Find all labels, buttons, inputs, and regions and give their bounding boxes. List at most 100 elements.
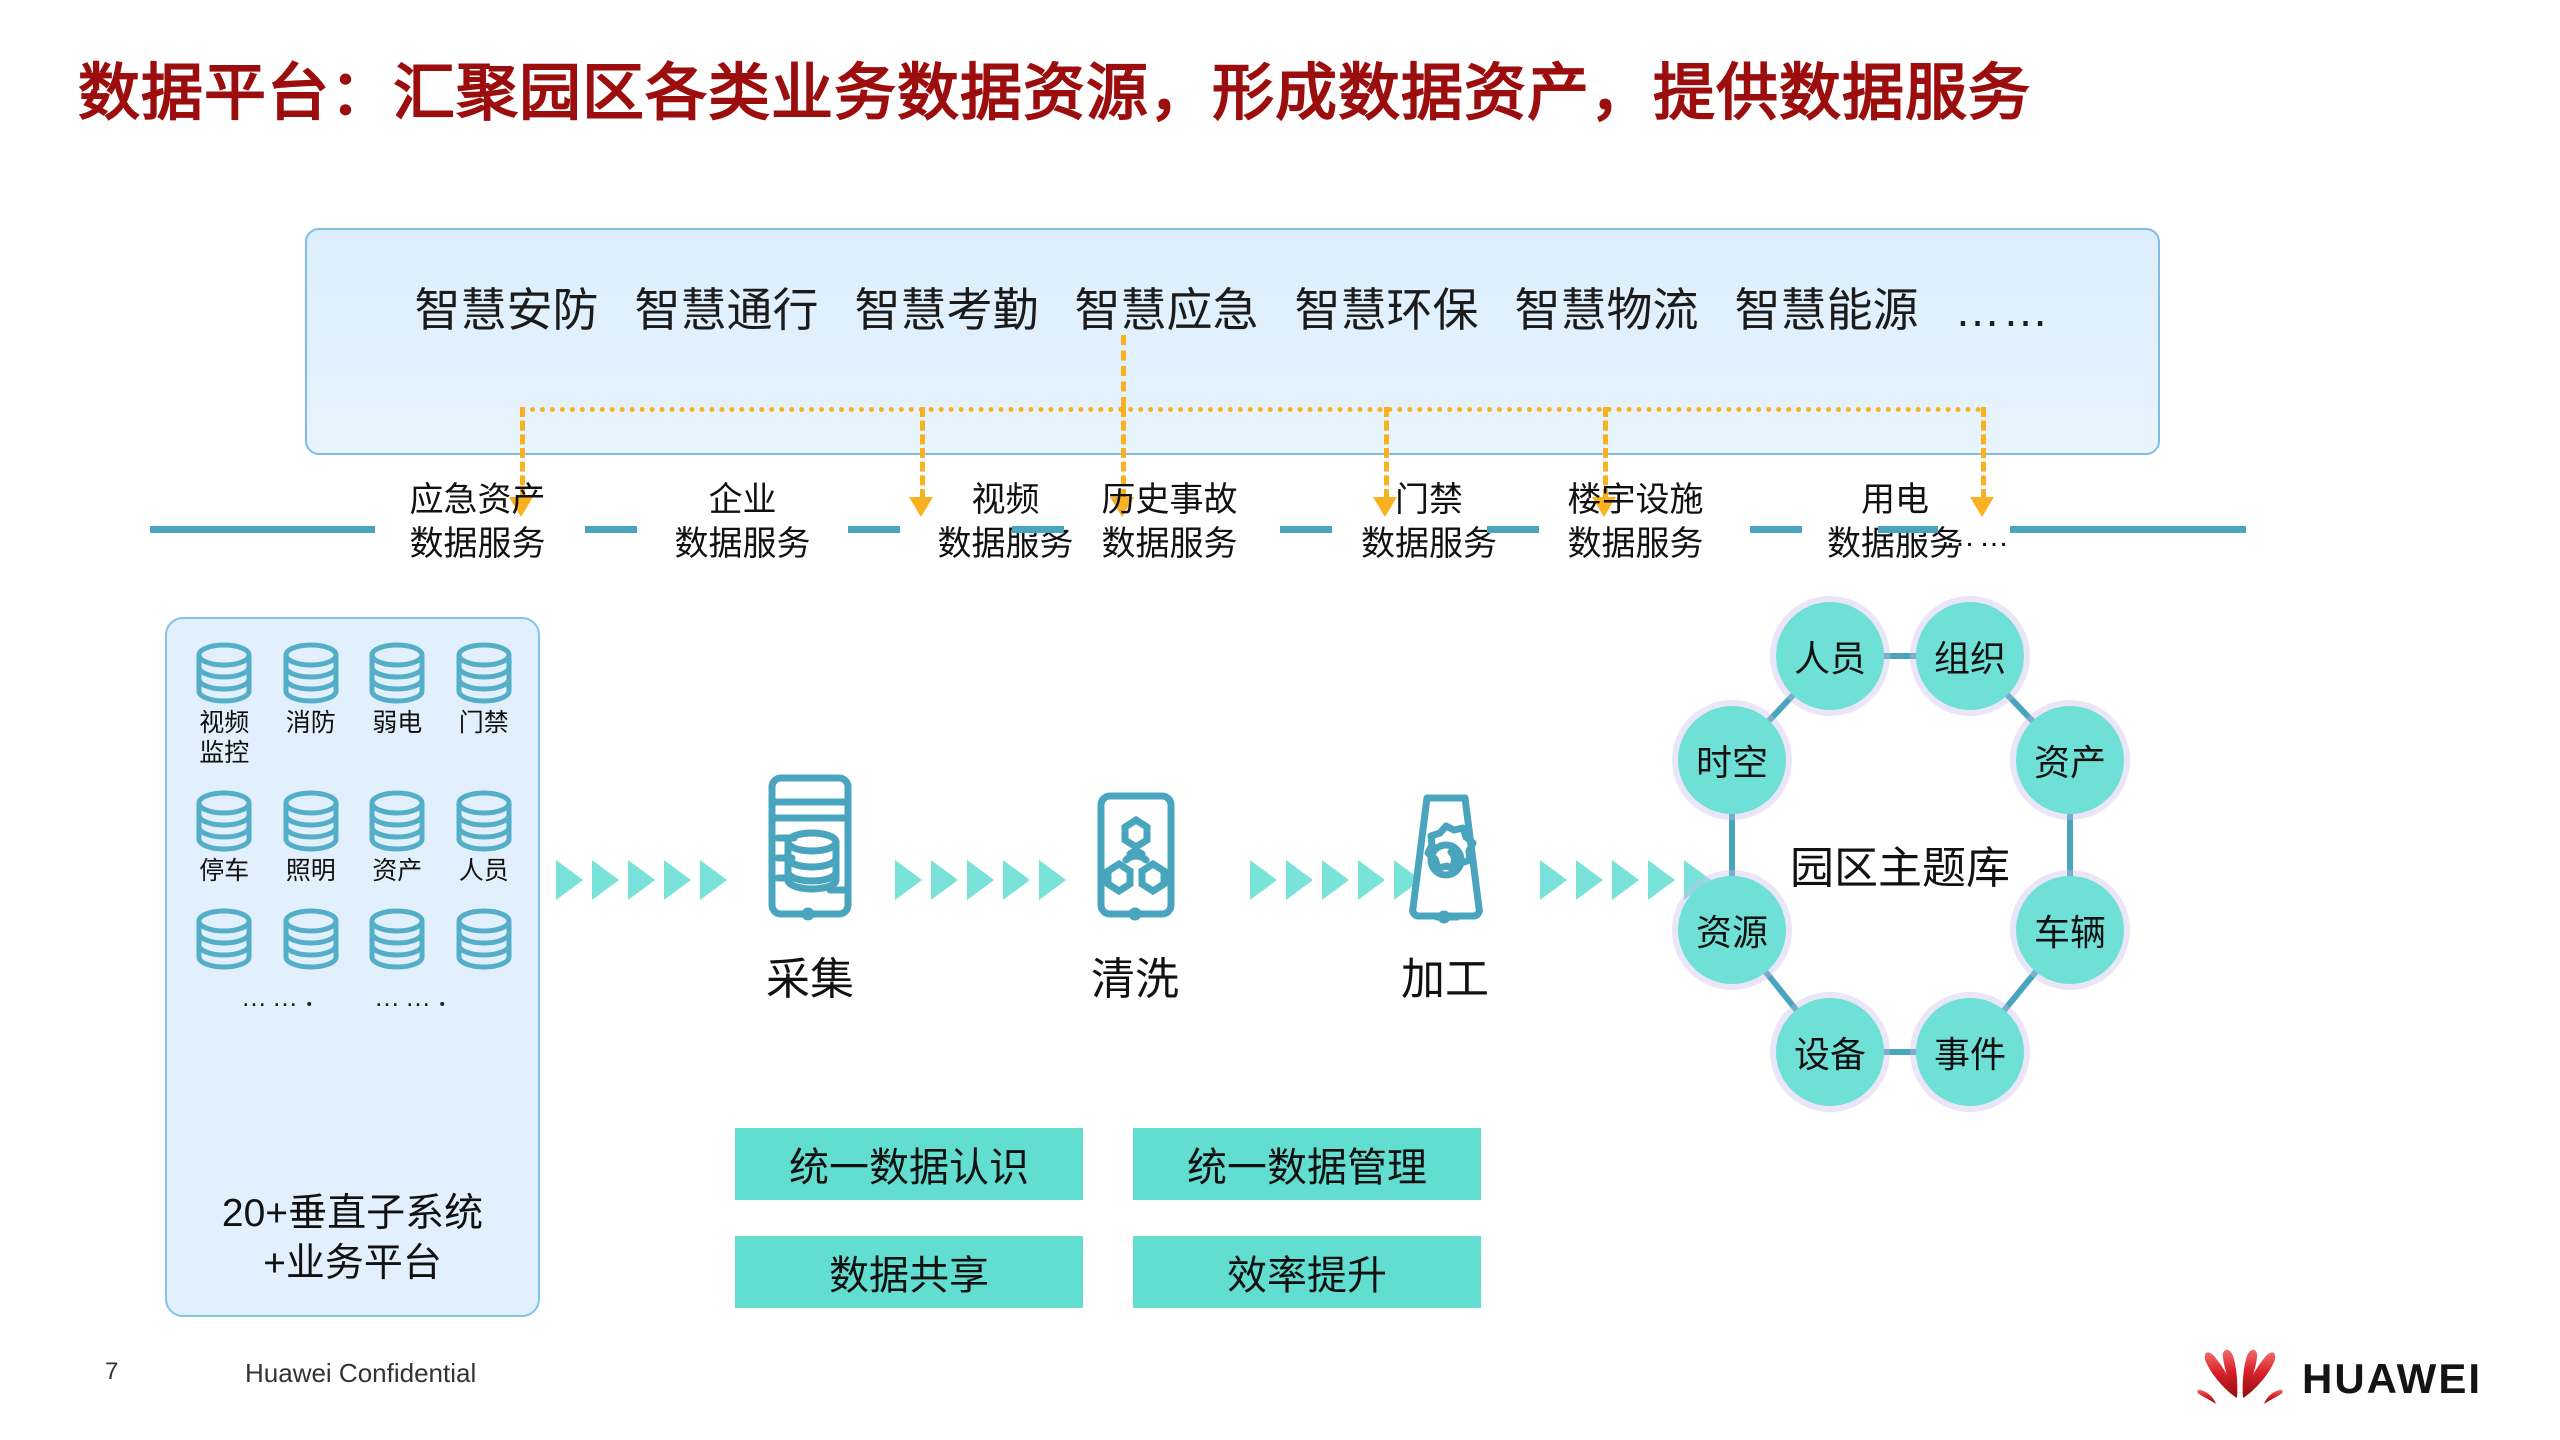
smart-app-3: 智慧应急 xyxy=(1074,284,1259,336)
database-icon xyxy=(369,790,425,852)
arrow-triangle-icon xyxy=(1003,860,1030,900)
db-label: 门禁 xyxy=(458,709,509,737)
arrow-triangle-icon xyxy=(1250,860,1277,900)
db-label-2: 监控 xyxy=(199,739,250,767)
arrow-triangle-icon xyxy=(700,860,727,900)
db-cell: 视频 监控 xyxy=(184,641,264,767)
db-dots-right: ……． xyxy=(373,982,467,1012)
theme-node-org[interactable]: 组织 xyxy=(1916,602,2024,710)
stage-clean-label: 清洗 xyxy=(1091,955,1179,1004)
db-cell: 停车 xyxy=(184,789,264,885)
data-service-3: 历史事故 数据服务 xyxy=(1072,478,1267,566)
data-services-row: 应急资产 数据服务 企业 数据服务 视频 数据服务 历史事故 数据服务 门禁 数… xyxy=(0,478,2560,588)
db-cell: 人员 xyxy=(444,789,524,885)
slide-title: 数据平台：汇聚园区各类业务数据资源，形成数据资产，提供数据服务 xyxy=(78,59,2032,128)
arrow-triangle-icon xyxy=(1322,860,1349,900)
theme-node-label: 车辆 xyxy=(2033,912,2106,953)
svc-separator-1 xyxy=(848,526,900,533)
smart-applications-panel: 智慧安防 智慧通行 智慧考勤 智慧应急 智慧环保 智慧物流 智慧能源 …… xyxy=(305,228,2160,455)
theme-node-label: 事件 xyxy=(1933,1034,2006,1075)
process-icon xyxy=(1409,794,1483,924)
benefit-label: 数据共享 xyxy=(829,1254,989,1298)
arrow-triangle-icon xyxy=(967,860,994,900)
smart-app-1: 智慧通行 xyxy=(634,284,819,336)
smart-applications-list: 智慧安防 智慧通行 智慧考勤 智慧应急 智慧环保 智慧物流 智慧能源 …… xyxy=(307,274,2158,340)
arrow-triangle-icon xyxy=(931,860,958,900)
connector-arrow-2 xyxy=(909,497,933,517)
connector-arrow-4 xyxy=(1373,497,1397,517)
data-service-1-line2: 数据服务 xyxy=(674,525,811,563)
data-service-4: 门禁 数据服务 xyxy=(1340,478,1518,566)
flow-arrows-3 xyxy=(1540,860,1711,900)
flow-arrows-0 xyxy=(556,860,727,900)
db-cell xyxy=(184,907,264,973)
connector-arrow-0 xyxy=(509,497,533,517)
smart-app-2: 智慧考勤 xyxy=(854,284,1039,336)
theme-node-resource[interactable]: 资源 xyxy=(1678,876,1786,984)
svc-separator-5 xyxy=(1750,526,1802,533)
benefit-box-2: 数据共享 xyxy=(735,1236,1083,1308)
stage-process: 加工 xyxy=(1355,790,1535,1007)
database-icon xyxy=(283,642,339,704)
database-grid: 视频 监控 消防 xyxy=(181,641,527,1014)
theme-node-person[interactable]: 人员 xyxy=(1776,602,1884,710)
benefit-box-3: 效率提升 xyxy=(1133,1236,1481,1308)
db-cell: 弱电 xyxy=(357,641,437,737)
theme-node-asset[interactable]: 资产 xyxy=(2016,706,2124,814)
theme-node-spacetime[interactable]: 时空 xyxy=(1678,706,1786,814)
theme-node-label: 资源 xyxy=(1695,912,1768,953)
source-caption-line2: +业务平台 xyxy=(263,1242,442,1285)
theme-library-center-label: 园区主题库 xyxy=(1790,844,2010,893)
data-service-4-line1: 门禁 xyxy=(1395,481,1463,519)
huawei-flower-icon xyxy=(2197,1349,2283,1404)
theme-node-vehicle[interactable]: 车辆 xyxy=(2016,876,2124,984)
data-service-2-line1: 视频 xyxy=(971,481,1040,519)
theme-node-device[interactable]: 设备 xyxy=(1776,998,1884,1106)
database-icon xyxy=(283,790,339,852)
collect-icon xyxy=(768,774,852,921)
arrow-triangle-icon xyxy=(895,860,922,900)
stage-collect-label: 采集 xyxy=(766,955,854,1004)
connector-arrow-3 xyxy=(1110,497,1134,517)
db-label: 停车 xyxy=(199,857,250,885)
smart-apps-ellipsis: …… xyxy=(1954,284,2051,336)
database-row-ellipsis: ……． ……． xyxy=(181,977,527,1014)
theme-library-diagram: 人员 组织 资产 车辆 事件 设备 资源 时空 园区主题库 xyxy=(1620,600,2180,1120)
arrow-triangle-icon xyxy=(1358,860,1385,900)
db-cell xyxy=(444,907,524,973)
theme-node-label: 人员 xyxy=(1793,638,1866,679)
benefit-box-1: 统一数据管理 xyxy=(1133,1128,1481,1200)
arrow-triangle-icon xyxy=(1039,860,1066,900)
data-service-0: 应急资产 数据服务 xyxy=(380,478,575,566)
db-label: 视频 xyxy=(199,709,250,737)
db-cell: 消防 xyxy=(271,641,351,737)
connector-arrow-ellipsis xyxy=(1970,497,1994,517)
db-cell xyxy=(271,907,351,973)
clean-icon xyxy=(1097,792,1175,921)
connector-arrow-5 xyxy=(1592,497,1616,517)
connector-bus xyxy=(520,407,1982,412)
page-number: 7 xyxy=(105,1358,119,1385)
connector-drop-ellipsis xyxy=(1981,407,1986,499)
theme-node-event[interactable]: 事件 xyxy=(1916,998,2024,1106)
arrow-triangle-icon xyxy=(664,860,691,900)
data-service-1: 企业 数据服务 xyxy=(645,478,840,566)
svc-separator-6 xyxy=(1878,526,1938,533)
svc-separator-3 xyxy=(1280,526,1332,533)
huawei-logo: HUAWEI xyxy=(2196,1348,2482,1410)
theme-node-label: 设备 xyxy=(1793,1034,1866,1075)
theme-node-label: 时空 xyxy=(1695,742,1768,783)
database-icon xyxy=(283,908,339,970)
data-service-2: 视频 数据服务 xyxy=(908,478,1103,566)
stage-collect: 采集 xyxy=(720,772,900,1007)
db-label: 人员 xyxy=(458,857,509,885)
svc-separator-4 xyxy=(1487,526,1539,533)
benefit-label: 统一数据管理 xyxy=(1187,1146,1427,1190)
data-service-4-line2: 数据服务 xyxy=(1361,525,1497,563)
db-label: 资产 xyxy=(372,857,423,885)
benefit-box-0: 统一数据认识 xyxy=(735,1128,1083,1200)
connector-riser-emergency xyxy=(1121,335,1126,407)
db-cell: 门禁 xyxy=(444,641,524,737)
flow-arrows-2 xyxy=(1250,860,1421,900)
arrow-triangle-icon xyxy=(1648,860,1675,900)
